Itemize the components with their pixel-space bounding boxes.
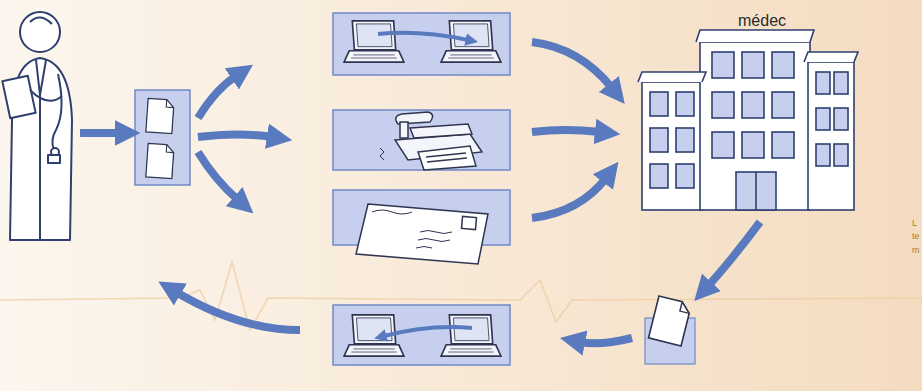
doctor-figure [2,12,72,240]
note-fragment: L [912,219,917,228]
email-box [333,13,510,75]
fax-box [333,110,510,170]
heading-fragment: médec [738,13,786,29]
hospital-building [638,30,858,210]
note-fragment: m [912,246,920,255]
report-document [645,296,695,364]
documents-box [135,90,190,185]
note-fragment: te [912,232,920,241]
email-return-box [333,305,510,365]
mail-box [333,190,510,264]
